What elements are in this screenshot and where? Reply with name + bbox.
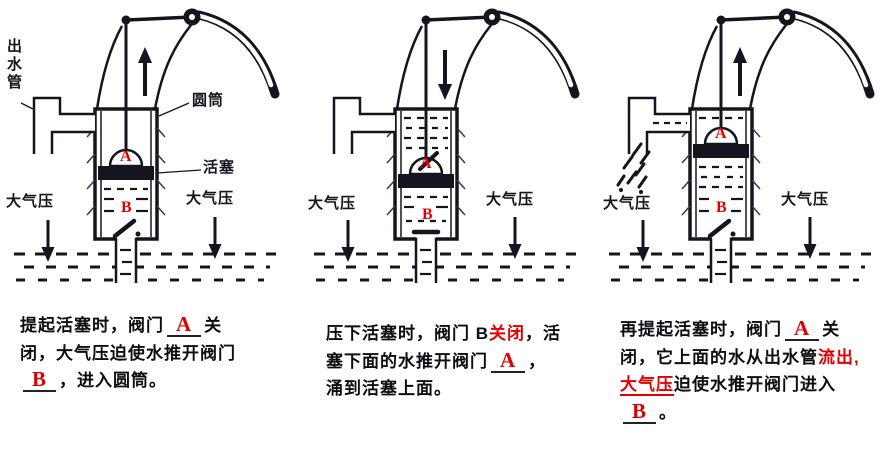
pressure-right-label: 大气压	[186, 190, 235, 207]
caption-text-red: 关闭	[489, 324, 525, 343]
piston-with-valve-a	[693, 126, 749, 158]
pump-neck	[395, 24, 492, 110]
piston-label: 活塞	[203, 159, 236, 176]
valve-a-label: A	[420, 155, 432, 172]
caption-text-red: 流出,	[818, 347, 860, 367]
valve-a-label: A	[715, 125, 727, 142]
flow-arrow-up	[138, 47, 152, 96]
caption-text: 提起活塞时，阀门	[20, 316, 164, 335]
leader-lines	[20, 102, 202, 174]
caption-text: 再提起活塞时，阀门	[620, 320, 782, 339]
answer-blank-a: A	[167, 313, 202, 338]
water-in-cylinder	[699, 116, 743, 213]
suction-pipe	[114, 235, 138, 283]
answer-blank-b: B	[23, 368, 57, 393]
well-water-surface	[609, 252, 871, 282]
pressure-right-label: 大气压	[486, 191, 535, 208]
pressure-right-label: 大气压	[781, 191, 830, 208]
caption-text: 。	[659, 402, 678, 422]
pump-neck	[690, 24, 787, 110]
suction-pipe	[709, 235, 733, 283]
valve-b-label: B	[121, 199, 132, 216]
pressure-left-label: 大气压	[603, 195, 652, 212]
caption-text: ，活塞下面的水推开阀门	[326, 324, 561, 371]
piston-rod-and-handle	[121, 8, 280, 156]
caption-text: ，进入圆筒。	[59, 371, 168, 391]
pump-diagram-3	[609, 8, 875, 283]
diagram-stage-2: A B 大气压 大气压	[300, 4, 590, 304]
outlet-spout	[627, 96, 690, 154]
answer-blank-a: A	[491, 348, 526, 373]
caption-text: 关闭，它上面的水从出水管	[620, 320, 841, 367]
pump-diagram-1	[14, 8, 280, 283]
valve-b-label: B	[422, 206, 433, 223]
water-spray-out	[616, 142, 651, 194]
water-below-piston	[404, 195, 448, 223]
caption-text: 关闭，大气压迫使水推开阀门	[20, 316, 236, 363]
valve-b-label: B	[716, 199, 727, 216]
pump-neck	[95, 24, 192, 110]
pressure-arrows	[41, 217, 222, 262]
piston-with-valve-a	[98, 148, 154, 180]
suction-pipe	[414, 235, 438, 283]
answer-blank-a: A	[785, 317, 820, 342]
pressure-arrows	[341, 217, 522, 262]
caption-text: ，涌到活塞上面。	[326, 351, 547, 399]
well-water-surface	[14, 252, 276, 282]
pressure-left-label: 大气压	[308, 195, 357, 212]
cylinder-label: 圆筒	[192, 92, 225, 109]
caption-text: 迫使水推开阀门进入	[674, 375, 836, 395]
valve-b-open	[112, 218, 141, 239]
flow-arrow-down	[438, 50, 452, 100]
valve-b-open	[707, 218, 736, 239]
caption-text: 压下活塞时，阀门 B	[326, 324, 489, 343]
piston-rod-and-handle	[716, 8, 875, 134]
caption-text-red-underline: 大气压	[620, 375, 674, 397]
piston-with-valve-a-open	[398, 151, 454, 188]
pressure-left-label: 大气压	[6, 193, 55, 210]
piston-rod-and-handle	[421, 8, 580, 164]
flow-arrow-up	[733, 47, 747, 96]
pump-diagram-2	[314, 8, 580, 283]
outlet-spout	[32, 96, 95, 154]
pressure-arrows	[636, 217, 817, 262]
diagram-stage-3: A B 大气压 大气压	[595, 4, 885, 304]
water-in-cylinder	[104, 187, 148, 213]
outlet-pipe-label: 出水管	[5, 38, 22, 92]
diagram-stage-1: 出水管 圆筒 活塞 A B 大气压 大气压	[0, 4, 290, 304]
well-water-surface	[314, 252, 576, 282]
valve-a-label: A	[120, 148, 132, 165]
answer-blank-b: B	[623, 400, 657, 424]
outlet-spout	[332, 96, 395, 154]
